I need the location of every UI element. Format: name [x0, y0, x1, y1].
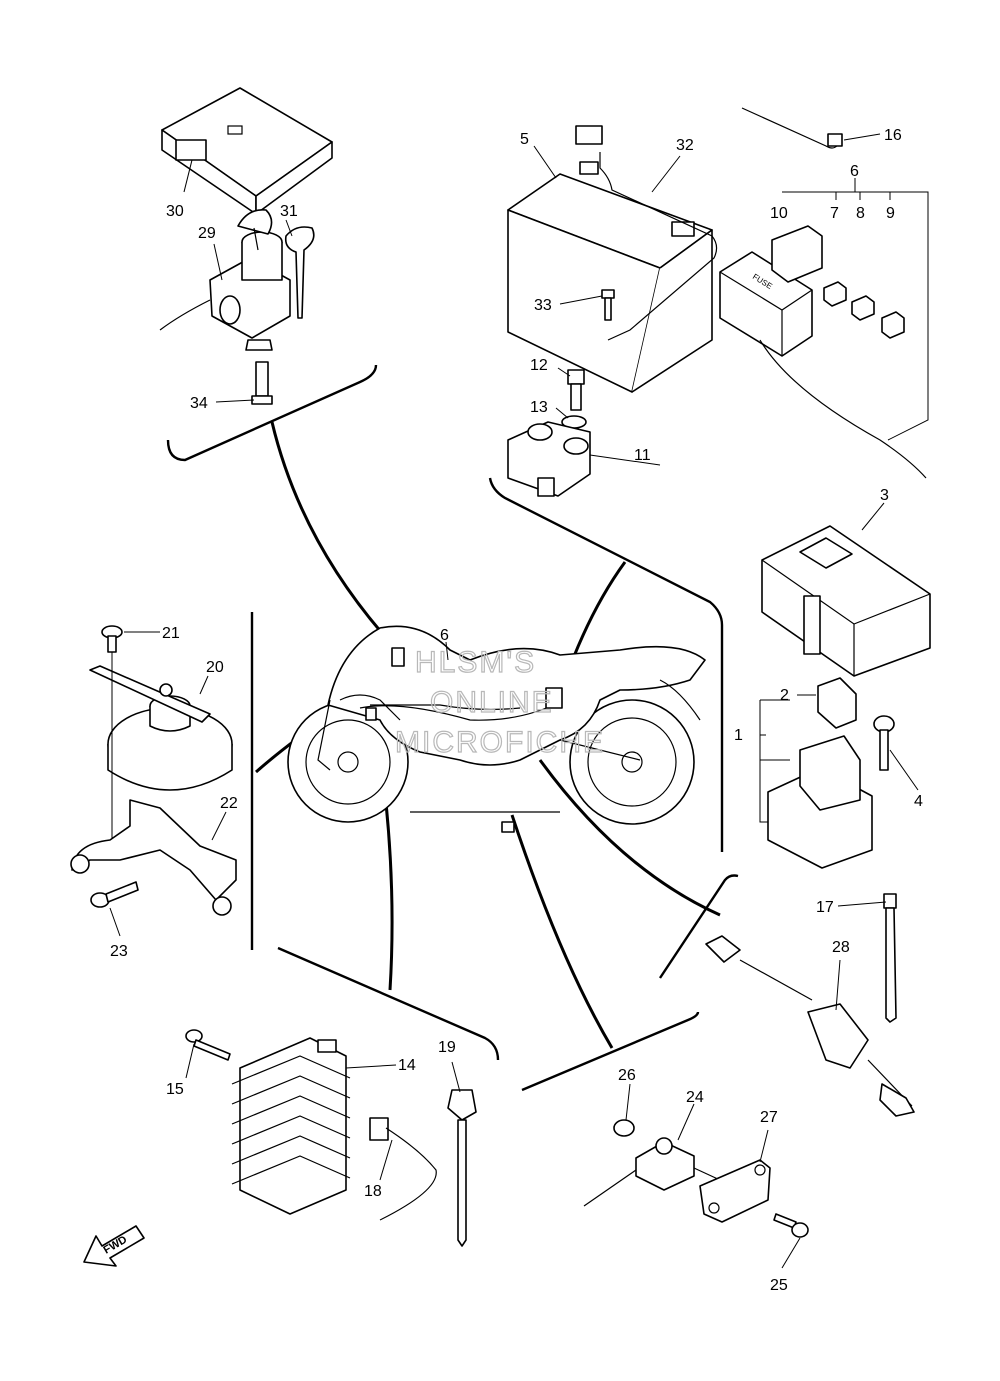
- label-part-11: 11: [634, 447, 651, 464]
- label-part-18: 18: [364, 1183, 382, 1200]
- label-part-26: 26: [618, 1067, 636, 1084]
- group-brackets: [166, 364, 739, 1092]
- cable-band-19: [447, 1089, 477, 1247]
- label-part-34: 34: [190, 395, 208, 412]
- label-part-25: 25: [770, 1277, 788, 1294]
- collar-26: [613, 1119, 635, 1137]
- fuse-7: [823, 281, 847, 307]
- bolt-34: [251, 361, 273, 405]
- label-part-9: 9: [886, 205, 895, 222]
- bolt-15: [185, 1029, 231, 1061]
- motorcycle-illustration: [287, 625, 706, 833]
- label-part-2: 2: [780, 687, 789, 704]
- label-part-14: 14: [398, 1057, 416, 1074]
- label-part-5: 5: [520, 131, 529, 148]
- main-switch: [159, 209, 291, 351]
- label-part-4: 4: [914, 793, 923, 810]
- fuse-bracket-6: [782, 178, 929, 441]
- wire-clamp-18: [369, 1117, 437, 1221]
- band-17: [883, 893, 897, 1023]
- fwd-arrow: FWD: [83, 1225, 145, 1267]
- label-part-27: 27: [760, 1109, 778, 1126]
- label-part-7: 7: [830, 205, 839, 222]
- label-part-30: 30: [166, 203, 184, 220]
- fuse-10: [771, 225, 823, 283]
- battery-band-11: [507, 421, 591, 497]
- label-part-22: 22: [220, 795, 238, 812]
- rectifier-regulator-14: [231, 1037, 351, 1215]
- fuse-box: FUSE: [719, 107, 927, 479]
- label-part-21: 21: [162, 625, 180, 642]
- label-part-10: 10: [770, 205, 788, 222]
- plate-27: [699, 1159, 771, 1223]
- label-part-33: 33: [534, 297, 552, 314]
- screw-25: [773, 1213, 809, 1238]
- label-part-8: 8: [856, 205, 865, 222]
- label-part-6: 6: [850, 163, 859, 180]
- part-labels: 1 2 3 4 5 6 6 7 8 9 10 11 12 13 14 15 16…: [110, 127, 923, 1294]
- label-part-20: 20: [206, 659, 224, 676]
- oxygen-sensor-28: [705, 935, 915, 1117]
- label-part-28: 28: [832, 939, 850, 956]
- label-part-19: 19: [438, 1039, 456, 1056]
- key: [284, 226, 315, 319]
- label-part-23: 23: [110, 943, 128, 960]
- bolt-4: [873, 715, 895, 771]
- bolt-23: [90, 881, 139, 908]
- sensor-24: [583, 1137, 721, 1207]
- bolt-21: [101, 625, 123, 850]
- bolt-33: [601, 289, 615, 321]
- label-part-15: 15: [166, 1081, 184, 1098]
- fuse-2: [817, 677, 857, 729]
- watermark-line-3: MICROFICHE: [395, 726, 605, 759]
- label-part-31: 31: [280, 203, 298, 220]
- label-part-3: 3: [880, 487, 889, 504]
- label-part-32: 32: [676, 137, 694, 154]
- starter-relay-1: [759, 699, 873, 869]
- watermark-line-1: HLSM'S: [415, 646, 536, 679]
- fuse-8: [851, 295, 875, 321]
- label-part-24: 24: [686, 1089, 704, 1106]
- battery: [507, 125, 718, 393]
- fuse-9: [881, 311, 905, 339]
- watermark: HLSM'S ONLINE MICROFICHE: [394, 645, 605, 759]
- ecu-unit: [161, 87, 333, 215]
- relay-cover-3: [761, 525, 931, 677]
- label-part-1: 1: [734, 727, 743, 744]
- label-part-13: 13: [530, 399, 548, 416]
- label-part-29: 29: [198, 225, 216, 242]
- horn-bracket-22: [70, 799, 237, 916]
- horn-20: [89, 665, 233, 791]
- label-part-17: 17: [816, 899, 834, 916]
- leader-lines: [109, 133, 919, 1269]
- watermark-line-2: ONLINE: [430, 686, 554, 719]
- bolt-12: [567, 369, 585, 411]
- label-part-6-bike: 6: [440, 627, 449, 644]
- label-part-16: 16: [884, 127, 902, 144]
- label-part-12: 12: [530, 357, 548, 374]
